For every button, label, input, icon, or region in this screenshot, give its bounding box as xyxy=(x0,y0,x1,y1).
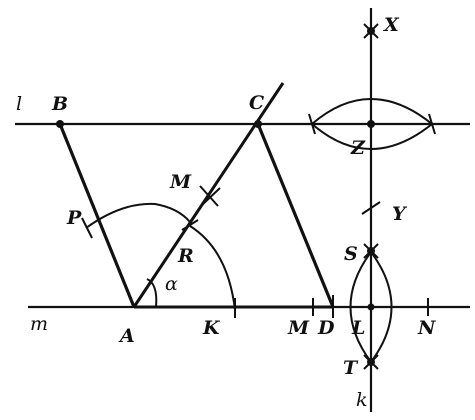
mark-z-right xyxy=(428,113,436,135)
angle-alpha-arc xyxy=(146,278,158,308)
mark-z-left xyxy=(308,113,316,135)
label-y: Y xyxy=(392,203,408,225)
label-t: T xyxy=(343,357,359,379)
point-l xyxy=(367,303,375,311)
point-z xyxy=(367,120,375,128)
lens-l-left xyxy=(349,251,372,363)
segment-cd xyxy=(256,123,335,308)
label-a: A xyxy=(118,325,135,347)
segment-ab xyxy=(58,123,136,308)
label-k: K xyxy=(202,317,221,339)
label-c: C xyxy=(249,92,264,114)
lens-l-right xyxy=(370,251,393,363)
point-b xyxy=(56,120,64,128)
arc-pr xyxy=(85,202,191,229)
lens-z-upper xyxy=(311,98,433,125)
label-p: P xyxy=(66,207,82,229)
label-line-k: k xyxy=(356,389,368,411)
label-m-upper: M xyxy=(169,171,192,193)
label-m-lower: M xyxy=(287,317,310,339)
point-x xyxy=(367,27,375,35)
point-t xyxy=(367,358,375,366)
label-r: R xyxy=(177,245,194,267)
label-alpha: α xyxy=(165,273,178,295)
mark-m-2 xyxy=(201,187,221,206)
point-s xyxy=(367,247,375,255)
label-b: B xyxy=(51,93,68,115)
mark-r xyxy=(181,219,199,231)
label-n: N xyxy=(417,317,436,339)
mark-y xyxy=(361,201,381,215)
mark-p xyxy=(81,217,93,239)
label-s: S xyxy=(344,243,358,265)
label-line-l: l xyxy=(16,93,22,115)
lens-z-lower xyxy=(311,123,433,150)
label-z: Z xyxy=(350,137,366,159)
label-x: X xyxy=(383,14,400,36)
point-c xyxy=(254,120,262,128)
arc-rk xyxy=(189,225,236,311)
label-line-m: m xyxy=(30,313,48,335)
mark-m-1 xyxy=(199,185,219,207)
label-d: D xyxy=(317,317,335,339)
label-l-point: L xyxy=(351,317,365,339)
